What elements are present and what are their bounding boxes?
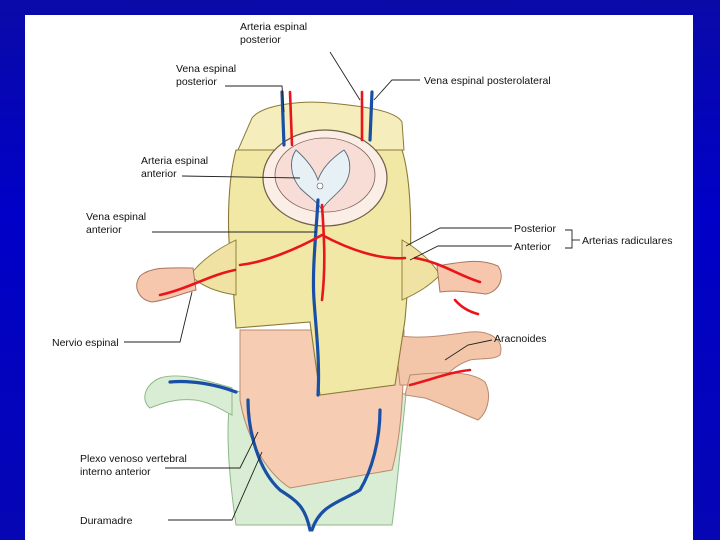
veins [168,90,382,532]
label-arterias-radiculares: Arterias radiculares [582,235,672,247]
label-arteria-espinal-anterior: Arteria espinal anterior [141,155,211,180]
label-posterior: Posterior [514,223,557,235]
label-vena-espinal-posterolateral: Vena espinal posterolateral [424,75,551,87]
labels: Arteria espinal posterior Vena espinal p… [52,21,672,527]
label-arteria-espinal-posterior: Arteria espinal posterior [240,21,310,46]
leader-lines [124,51,580,521]
label-anterior: Anterior [514,241,551,253]
arteries [158,90,482,387]
label-aracnoides: Aracnoides [494,333,547,345]
label-duramadre: Duramadre [80,515,133,527]
label-vena-espinal-posterior: Vena espinal posterior [176,63,239,88]
label-plexo-venoso: Plexo venoso vertebral interno anterior [80,453,190,478]
label-nervio-espinal: Nervio espinal [52,337,119,349]
label-vena-espinal-anterior: Vena espinal anterior [86,211,149,236]
